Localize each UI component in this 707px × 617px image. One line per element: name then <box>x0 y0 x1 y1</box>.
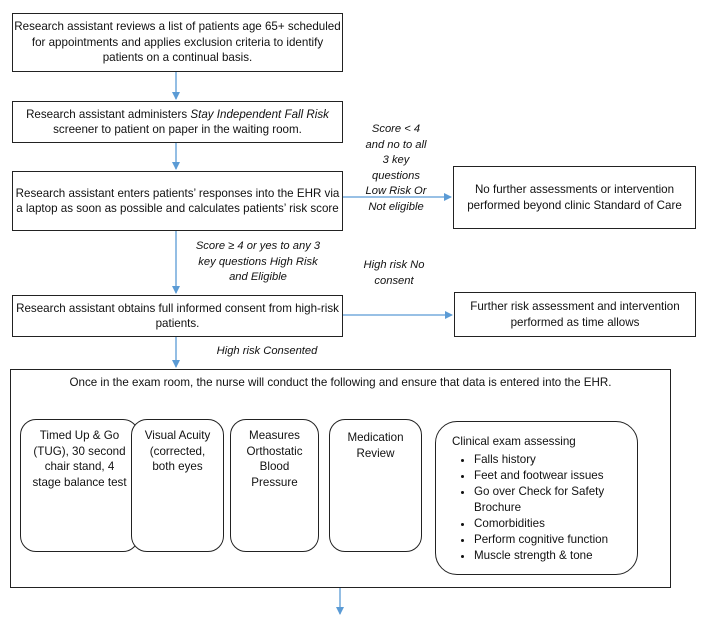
clinical-item-cognitive-function: Perform cognitive function <box>474 532 637 548</box>
further-risk-assessment-text: Further risk assessment and intervention… <box>470 300 680 329</box>
box-further-risk-assessment: Further risk assessment and intervention… <box>454 292 696 337</box>
step-review-patients-text: Research assistant reviews a list of pat… <box>14 20 341 65</box>
clinical-exam-box: Clinical exam assessing Falls history Fe… <box>435 421 638 575</box>
test-visual-acuity-text: Visual Acuity (corrected, both eyes <box>144 429 211 473</box>
clinical-exam-list: Falls history Feet and footwear issues G… <box>452 452 637 564</box>
clinical-item-comorbidities: Comorbidities <box>474 516 637 532</box>
step-review-patients: Research assistant reviews a list of pat… <box>12 13 343 72</box>
test-orthostatic-bp-text: Measures Orthostatic Blood Pressure <box>246 429 303 489</box>
step-informed-consent: Research assistant obtains full informed… <box>12 295 343 337</box>
label-consented: High risk Consented <box>216 345 318 357</box>
label-high-risk: Score ≥ 4 or yes to any 3 key questions … <box>195 240 321 283</box>
test-tug-balance: Timed Up & Go (TUG), 30 second chair sta… <box>20 419 139 552</box>
box-no-further-assessment: No further assessments or intervention p… <box>453 166 696 229</box>
test-medication-review: Medication Review <box>329 419 422 552</box>
no-further-assessment-text: No further assessments or intervention p… <box>467 183 682 212</box>
screener-text-pre: Research assistant administers <box>26 107 191 121</box>
test-visual-acuity: Visual Acuity (corrected, both eyes <box>131 419 224 552</box>
clinical-item-safety-brochure: Go over Check for Safety Brochure <box>474 484 637 516</box>
clinical-item-feet-footwear: Feet and footwear issues <box>474 468 637 484</box>
test-medication-review-text: Medication Review <box>347 431 404 460</box>
exam-room-title: Once in the exam room, the nurse will co… <box>69 376 612 389</box>
clinical-item-falls-history: Falls history <box>474 452 637 468</box>
clinical-item-muscle-strength: Muscle strength & tone <box>474 548 637 564</box>
test-orthostatic-bp: Measures Orthostatic Blood Pressure <box>230 419 319 552</box>
label-no-consent: High risk No consent <box>363 259 425 287</box>
step-administer-screener: Research assistant administers Stay Inde… <box>12 101 343 143</box>
step-informed-consent-text: Research assistant obtains full informed… <box>16 301 339 331</box>
screener-text-post: screener to patient on paper in the wait… <box>53 123 302 136</box>
step-administer-screener-text: Research assistant administers Stay Inde… <box>13 107 342 138</box>
screener-name: Stay Independent Fall Risk <box>190 107 329 121</box>
step-enter-responses: Research assistant enters patients’ resp… <box>12 171 343 231</box>
test-tug-balance-text: Timed Up & Go (TUG), 30 second chair sta… <box>32 429 127 489</box>
clinical-exam-title: Clinical exam assessing <box>452 435 576 448</box>
label-low-risk: Score < 4 and no to all 3 key questions … <box>365 123 427 213</box>
step-enter-responses-text: Research assistant enters patients’ resp… <box>15 186 340 216</box>
